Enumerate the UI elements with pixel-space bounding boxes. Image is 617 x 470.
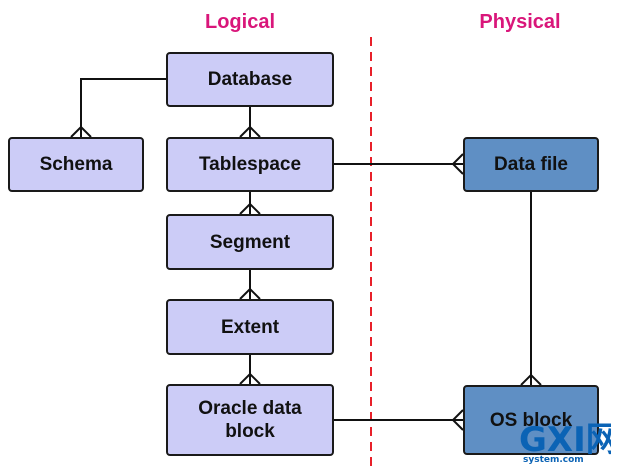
- crowfoot-data-file: [451, 153, 464, 175]
- logical-header: Logical: [204, 11, 275, 33]
- connector-database-schema: [80, 78, 167, 137]
- schema-entity: Schema: [8, 137, 144, 192]
- crowfoot-segment: [239, 202, 261, 215]
- crowfoot-os-block: [520, 373, 542, 386]
- gxi-logo-icon: GXI网: [519, 420, 617, 460]
- gxi-logo-text: GXI网: [519, 420, 611, 460]
- physical-header: Physical: [479, 11, 561, 33]
- watermark-site: system.com: [523, 455, 584, 465]
- crowfoot-oracle-block: [239, 372, 261, 385]
- database-entity: Database: [166, 52, 334, 107]
- os-block-entity: OS block: [463, 385, 599, 455]
- data-file-entity: Data file: [463, 137, 599, 192]
- crowfoot-os-block-left: [451, 409, 464, 431]
- segment-entity: Segment: [166, 214, 334, 270]
- extent-entity: Extent: [166, 299, 334, 355]
- site-watermark: GXI网 system.com: [511, 415, 617, 465]
- crowfoot-extent: [239, 287, 261, 300]
- tablespace-entity: Tablespace: [166, 137, 334, 192]
- crowfoot-tablespace: [239, 125, 261, 138]
- crowfoot-schema: [70, 125, 92, 138]
- oracle-data-block-entity: Oracle data block: [166, 384, 334, 456]
